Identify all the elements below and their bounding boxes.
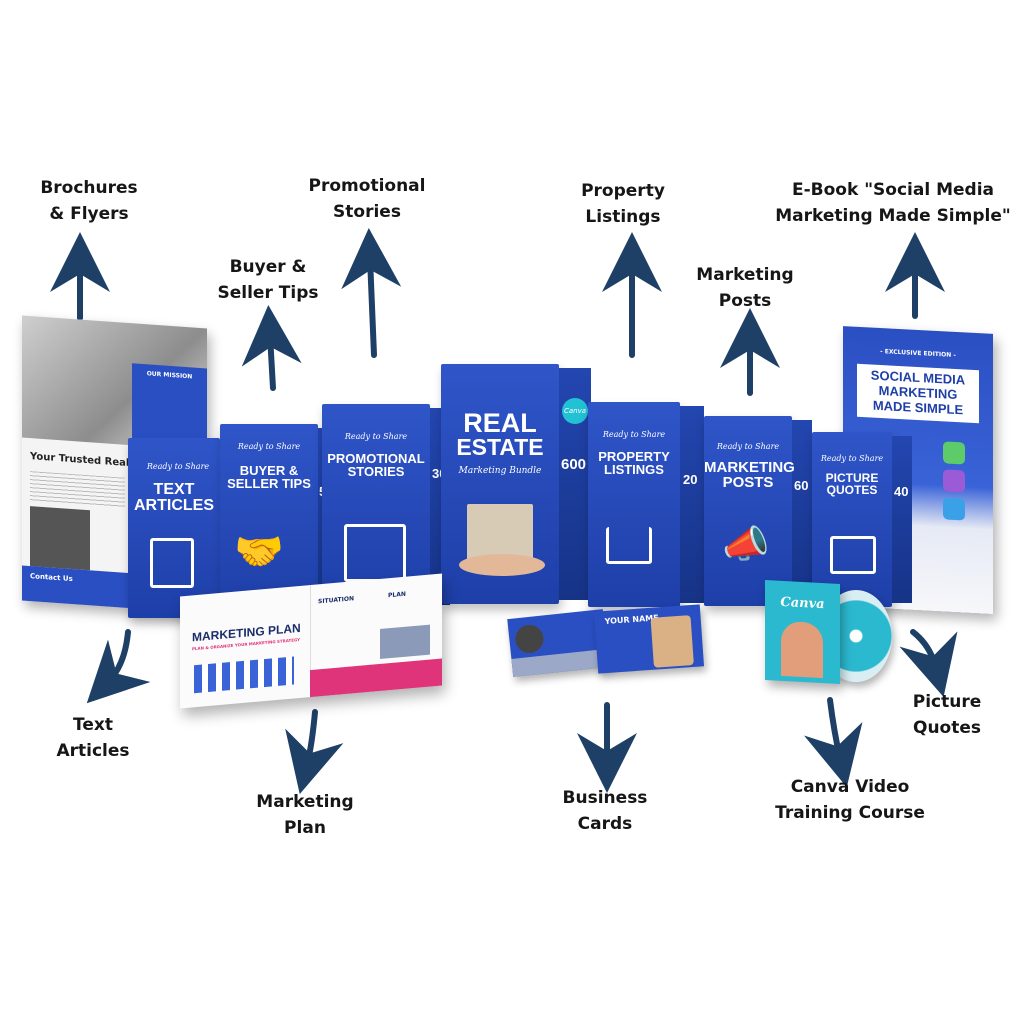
- ready-label: Ready to Share: [237, 442, 301, 451]
- label-line: Seller Tips: [217, 283, 319, 303]
- box-count: 40: [894, 484, 909, 499]
- dvd-title: Canva: [780, 594, 825, 613]
- ready-label: Ready to Share: [344, 432, 408, 441]
- box-subtitle: Marketing Bundle: [458, 466, 542, 476]
- label-line: Buyer &: [229, 257, 307, 277]
- label-line: Posts: [718, 291, 772, 311]
- label-line: Stories: [333, 202, 401, 222]
- ready-label: Ready to Share: [602, 430, 666, 439]
- image-icon: [344, 524, 406, 582]
- ebook-title: SOCIAL MEDIA MARKETING MADE SIMPLE: [857, 363, 979, 424]
- label-line: Property: [581, 181, 665, 201]
- box-title: PROMOTIONAL STORIES: [327, 451, 425, 479]
- canva-badge: Canva: [562, 398, 588, 424]
- label-line: Listings: [585, 207, 661, 227]
- ebook-edition: - EXCLUSIVE EDITION -: [880, 348, 956, 359]
- box-title: PICTURE QUOTES: [825, 471, 879, 497]
- box-title-estate: ESTATE: [456, 434, 544, 460]
- document-icon: [150, 538, 194, 588]
- box-promotional-stories: Ready to Share PROMOTIONAL STORIES 30: [322, 404, 450, 609]
- label-line: Cards: [577, 814, 633, 834]
- label-line: Training Course: [775, 803, 925, 823]
- label-line: Canva Video: [790, 777, 910, 797]
- label-line: Promotional: [308, 176, 426, 196]
- label-line: Brochures: [40, 178, 138, 198]
- megaphone-icon: 📣: [722, 522, 770, 566]
- label-line: Picture: [912, 692, 982, 712]
- box-property-listings: Ready to Share PROPERTY LISTINGS 20: [588, 402, 706, 607]
- handshake-icon: 🤝: [234, 529, 284, 575]
- label-buyer-seller: Buyer & Seller Tips: [218, 254, 319, 306]
- box-title: MARKETING POSTS: [704, 459, 795, 491]
- label-line: Quotes: [912, 718, 982, 738]
- plan-action: PLAN: [388, 590, 406, 600]
- label-line: Marketing: [696, 265, 794, 285]
- label-line: Text: [73, 715, 113, 735]
- arrow-quotes: [899, 629, 958, 698]
- box-real-estate-bundle: REAL ESTATE Marketing Bundle Canva 600: [441, 364, 591, 604]
- box-count: 60: [794, 478, 809, 493]
- brochure-contact: Contact Us: [30, 572, 73, 584]
- hand-icon: [459, 554, 545, 576]
- arrow-plan: [285, 709, 344, 795]
- label-line: & Flyers: [49, 204, 129, 224]
- box-marketing-posts: Ready to Share MARKETING POSTS 60 📣: [704, 416, 814, 606]
- marketing-plan-book: MARKETING PLAN PLAN & ORGANIZE YOUR MARK…: [180, 573, 442, 709]
- box-picture-quotes: Ready to Share PICTURE QUOTES 40: [812, 432, 912, 607]
- box-count: 600: [561, 456, 587, 473]
- home-icon: [606, 527, 652, 564]
- picture-icon: [830, 536, 876, 574]
- plan-current: SITUATION: [318, 595, 354, 606]
- label-line: Plan: [284, 818, 326, 838]
- box-buyer-seller: Ready to Share BUYER & SELLER TIPS 50 🤝: [220, 424, 334, 614]
- brochure-mission: OUR MISSION: [146, 370, 193, 381]
- label-line: Articles: [56, 741, 130, 761]
- label-line: Business: [562, 788, 648, 808]
- box-title: TEXT ARTICLES: [134, 481, 214, 514]
- arrow-promo: [341, 228, 402, 358]
- label-line: E-Book "Social Media: [791, 180, 995, 200]
- box-text-articles: Ready to Share TEXT ARTICLES 200: [128, 438, 241, 618]
- arrow-canva: [804, 697, 863, 788]
- house-icon: [467, 504, 533, 560]
- business-card-front: YOUR NAME: [593, 604, 705, 674]
- box-title: PROPERTY LISTINGS: [598, 449, 670, 477]
- ready-label: Ready to Share: [716, 442, 780, 451]
- arrow-buyer: [241, 305, 302, 391]
- box-count: 20: [683, 472, 698, 487]
- label-line: Marketing: [256, 792, 354, 812]
- ready-label: Ready to Share: [146, 462, 210, 471]
- box-title-real: REAL: [463, 408, 537, 438]
- arrow-text: [86, 629, 151, 704]
- label-brochures: Brochures & Flyers: [40, 175, 137, 227]
- label-line: Marketing Made Simple": [775, 206, 1011, 226]
- ready-label: Ready to Share: [820, 454, 884, 463]
- box-title: BUYER & SELLER TIPS: [227, 463, 311, 491]
- canva-dvd-case: Canva: [765, 580, 840, 684]
